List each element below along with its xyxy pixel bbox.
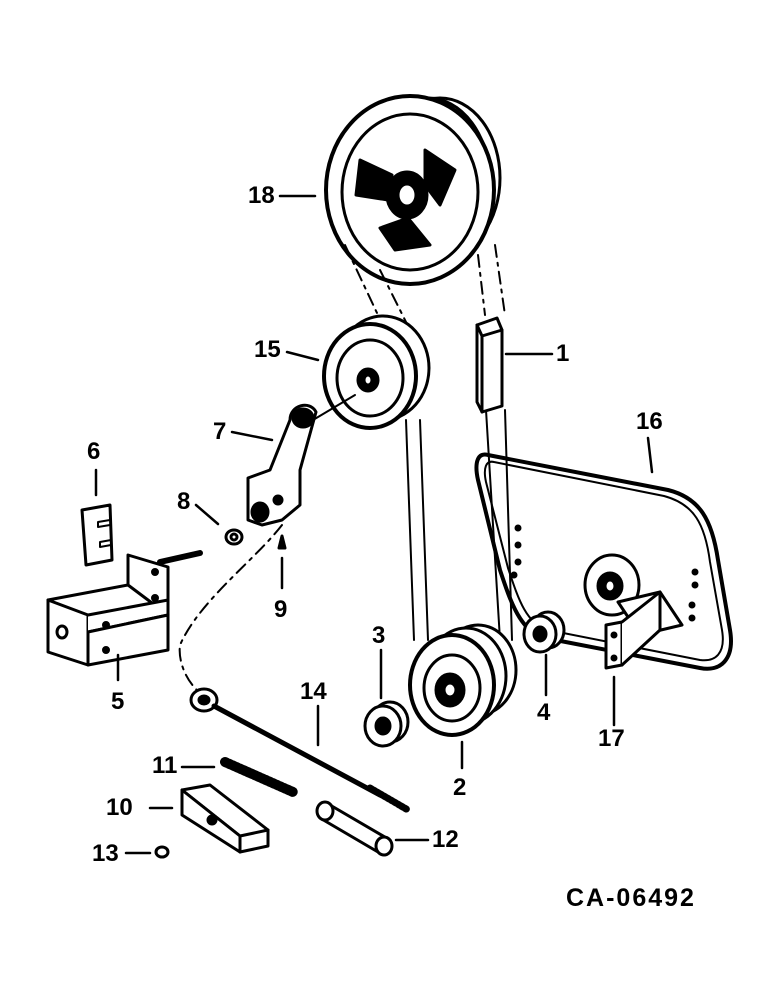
callout-6: 6 <box>87 438 101 465</box>
idler-pulley <box>322 314 431 430</box>
small-idler-pulley <box>522 610 566 654</box>
large-drive-pulley <box>324 94 502 286</box>
linkage-dash-line <box>178 524 283 694</box>
callout-1: 1 <box>556 340 570 367</box>
belt-dash-lines <box>344 244 506 331</box>
belt-lines <box>405 409 513 641</box>
callout-12: 12 <box>432 826 459 853</box>
leader-lines <box>94 194 654 855</box>
key-part <box>475 316 504 414</box>
mounting-bracket <box>46 550 203 667</box>
idler-arm <box>246 394 356 527</box>
drawing-number: CA-06492 <box>566 884 696 912</box>
callout-18: 18 <box>248 182 275 209</box>
callout-15: 15 <box>254 336 281 363</box>
shim-plate <box>80 503 114 567</box>
callout-17: 17 <box>598 725 625 752</box>
belt-bracket <box>604 590 684 670</box>
sleeve-pin <box>315 800 394 857</box>
lower-double-pulley <box>408 623 518 737</box>
drive-belt-loop <box>474 452 733 671</box>
callout-7: 7 <box>213 418 227 445</box>
callout-13: 13 <box>92 840 119 867</box>
tension-rod <box>189 687 412 814</box>
callout-14: 14 <box>300 678 327 705</box>
u-channel-bracket <box>180 783 270 854</box>
callout-4: 4 <box>537 699 551 726</box>
callout-16: 16 <box>636 408 663 435</box>
callout-8: 8 <box>177 488 191 515</box>
callout-5: 5 <box>111 688 125 715</box>
callout-11: 11 <box>152 752 178 779</box>
pin-part <box>277 534 287 550</box>
small-nut <box>224 528 244 546</box>
callout-2: 2 <box>453 774 467 801</box>
tension-spring <box>220 757 298 797</box>
spacer <box>363 700 410 748</box>
hex-nut <box>154 845 170 859</box>
callout-9: 9 <box>274 596 288 623</box>
callout-3: 3 <box>372 622 386 649</box>
callout-10: 10 <box>106 794 133 821</box>
